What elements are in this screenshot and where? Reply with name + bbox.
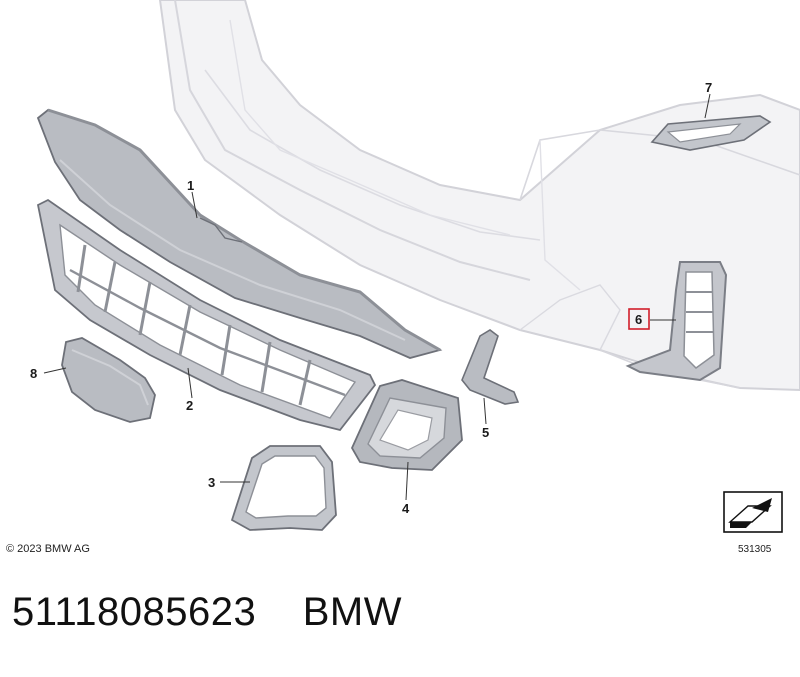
diagram-id: 531305 — [738, 544, 772, 555]
brand-name: BMW — [302, 590, 402, 634]
callout-1: 1 — [187, 178, 194, 193]
front-bumper-background — [158, 0, 800, 392]
callout-5: 5 — [482, 425, 489, 440]
part-7-trim-strip — [650, 115, 772, 151]
callout-2: 2 — [186, 398, 193, 413]
part-3-bezel-frame — [230, 445, 337, 531]
callout-7: 7 — [705, 80, 712, 95]
callout-6: 6 — [635, 312, 642, 327]
callout-3: 3 — [208, 475, 215, 490]
part-8-side-cover — [61, 337, 156, 423]
part-5-bracket — [461, 329, 520, 405]
callout-4: 4 — [402, 501, 410, 516]
callout-6-highlight-box — [628, 308, 650, 330]
part-1-upper-panel — [36, 108, 443, 359]
callout-leaders — [43, 93, 711, 501]
callout-8: 8 — [30, 366, 37, 381]
footer-caption: 51118085623 BMW — [12, 590, 402, 635]
copyright-text: © 2023 BMW AG — [6, 543, 90, 555]
part-4-air-duct — [350, 379, 463, 471]
orientation-arrow-icon — [723, 491, 783, 533]
part-number: 51118085623 — [12, 590, 257, 634]
part-2-lower-grille — [36, 198, 377, 432]
